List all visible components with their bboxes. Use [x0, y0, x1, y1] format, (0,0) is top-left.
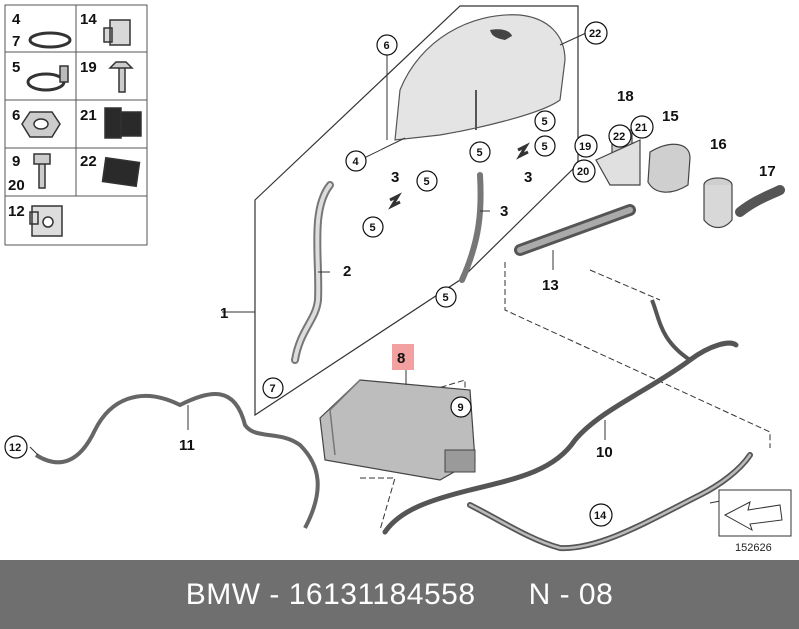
- callout-8: 8: [397, 350, 405, 367]
- circled-callout-20: 20: [572, 159, 596, 183]
- svg-text:5: 5: [542, 116, 548, 128]
- circled-callout-19: 19: [574, 134, 598, 158]
- svg-text:9: 9: [458, 402, 464, 414]
- pad-icon: [101, 156, 141, 188]
- circled-callout-5d: 5: [534, 110, 556, 132]
- callout-2: 2: [343, 263, 351, 280]
- hose-11: [34, 392, 320, 529]
- highlight-part-8: 8: [392, 344, 414, 370]
- callout-16: 16: [710, 136, 727, 153]
- circled-callout-5e: 5: [534, 135, 556, 157]
- spring-3a: [388, 192, 402, 210]
- callout-10: 10: [596, 444, 613, 461]
- svg-text:5: 5: [443, 292, 449, 304]
- callout-1: 1: [220, 305, 228, 322]
- callout-13: 13: [542, 277, 559, 294]
- svg-text:19: 19: [579, 141, 591, 153]
- svg-text:14: 14: [594, 510, 607, 522]
- charcoal-canister: [319, 379, 476, 481]
- callout-3c: 3: [524, 169, 532, 186]
- bolt-icon: [33, 153, 51, 189]
- callout-3a: 3: [391, 169, 399, 186]
- legend-label-6: 6: [12, 107, 20, 124]
- legend-label-9: 9: [12, 153, 20, 170]
- circled-callout-22a: 22: [584, 21, 608, 45]
- callout-17: 17: [759, 163, 776, 180]
- callout-15: 15: [662, 108, 679, 125]
- svg-text:5: 5: [542, 141, 548, 153]
- svg-text:7: 7: [270, 383, 276, 395]
- orientation-arrow-icon: [718, 489, 792, 537]
- legend-label-21: 21: [80, 107, 97, 124]
- reference-number: 152626: [735, 542, 772, 554]
- svg-text:20: 20: [577, 166, 589, 178]
- spring-3b: [516, 142, 530, 160]
- hose-10: [382, 340, 739, 535]
- footer-gap: [476, 578, 529, 612]
- legend-label-20: 20: [8, 177, 25, 194]
- svg-text:5: 5: [477, 147, 483, 159]
- svg-text:4: 4: [353, 156, 360, 168]
- valve-assembly: [595, 129, 785, 229]
- circled-callout-5f: 5: [435, 286, 457, 308]
- svg-text:5: 5: [370, 222, 376, 234]
- circled-callout-9: 9: [450, 396, 472, 418]
- circled-callout-22b: 22: [608, 124, 632, 148]
- clamp-with-tab-icon: [26, 72, 66, 92]
- callout-11: 11: [179, 437, 195, 454]
- hose-14: [467, 452, 753, 552]
- footer-bar: BMW - 16131184558 N - 08: [0, 560, 799, 629]
- circled-callout-5b: 5: [362, 216, 384, 238]
- legend-table: [4, 4, 148, 246]
- footer-separator: -: [260, 577, 289, 611]
- footer-part-number: 16131184558: [288, 577, 476, 611]
- screw-icon: [108, 61, 134, 93]
- svg-text:22: 22: [613, 131, 625, 143]
- legend-label-22: 22: [80, 153, 97, 170]
- circled-callout-12: 12: [4, 435, 28, 459]
- circled-callout-14: 14: [589, 503, 613, 527]
- expansion-tank: [394, 14, 566, 141]
- parts-diagram: 4 7 14 5 19 6 21 9 20 22 12: [4, 4, 792, 554]
- clip-icon: [103, 19, 131, 46]
- footer-position: N - 08: [528, 577, 614, 611]
- circled-callout-4: 4: [345, 150, 367, 172]
- rubber-mount-icon: [104, 107, 142, 139]
- hose-3: [459, 172, 484, 283]
- legend-label-19: 19: [80, 59, 97, 76]
- legend-label-14: 14: [80, 11, 97, 28]
- svg-text:21: 21: [635, 122, 647, 134]
- svg-text:6: 6: [384, 40, 390, 52]
- circled-callout-5c: 5: [469, 141, 491, 163]
- circled-callout-5a: 5: [416, 170, 438, 192]
- circled-callout-6: 6: [376, 34, 398, 56]
- legend-label-12: 12: [8, 203, 25, 220]
- circled-callout-7: 7: [262, 377, 284, 399]
- footer-brand: BMW: [185, 577, 261, 611]
- callout-18: 18: [617, 88, 634, 105]
- svg-text:12: 12: [9, 442, 21, 454]
- hose-clamp-icon: [28, 31, 72, 49]
- legend-label-4: 4: [12, 11, 21, 28]
- svg-text:22: 22: [589, 28, 601, 40]
- circled-callout-21: 21: [630, 115, 654, 139]
- legend-label-7: 7: [12, 33, 20, 50]
- svg-text:5: 5: [424, 176, 430, 188]
- legend-label-5: 5: [12, 59, 20, 76]
- callout-3b: 3: [500, 203, 508, 220]
